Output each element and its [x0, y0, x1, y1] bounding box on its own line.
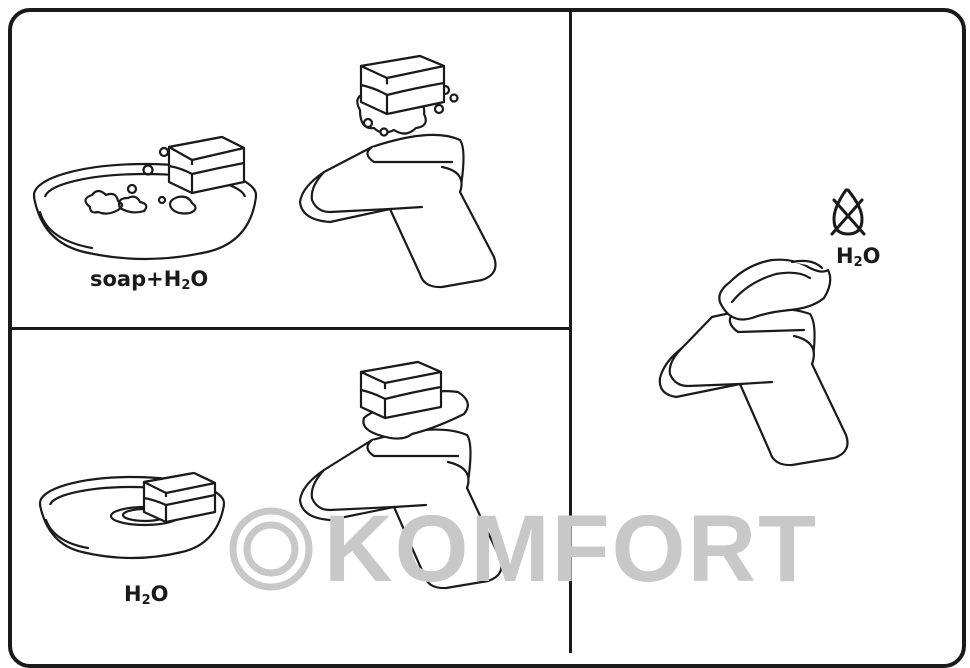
panel-dry-no-water: H2O	[572, 12, 966, 653]
no-water-drop-icon	[832, 190, 864, 234]
panel-rinse-water: H2O	[12, 330, 569, 653]
water-label: H2O	[124, 582, 168, 608]
sponge-icon	[361, 362, 441, 418]
faucet-icon	[300, 391, 502, 588]
sponge-icon	[169, 137, 244, 193]
panel-wash-soap-water: soap+H2O	[12, 12, 569, 327]
rinse-illustration	[12, 330, 569, 653]
faucet-icon	[660, 309, 848, 465]
faucet-icon	[300, 135, 496, 287]
cloth-icon	[719, 260, 830, 320]
sponge-icon	[144, 473, 215, 522]
sponge-icon	[361, 56, 444, 114]
soap-water-label: soap+H2O	[90, 267, 208, 293]
no-water-label: H2O	[836, 244, 880, 270]
dry-illustration	[572, 12, 966, 653]
